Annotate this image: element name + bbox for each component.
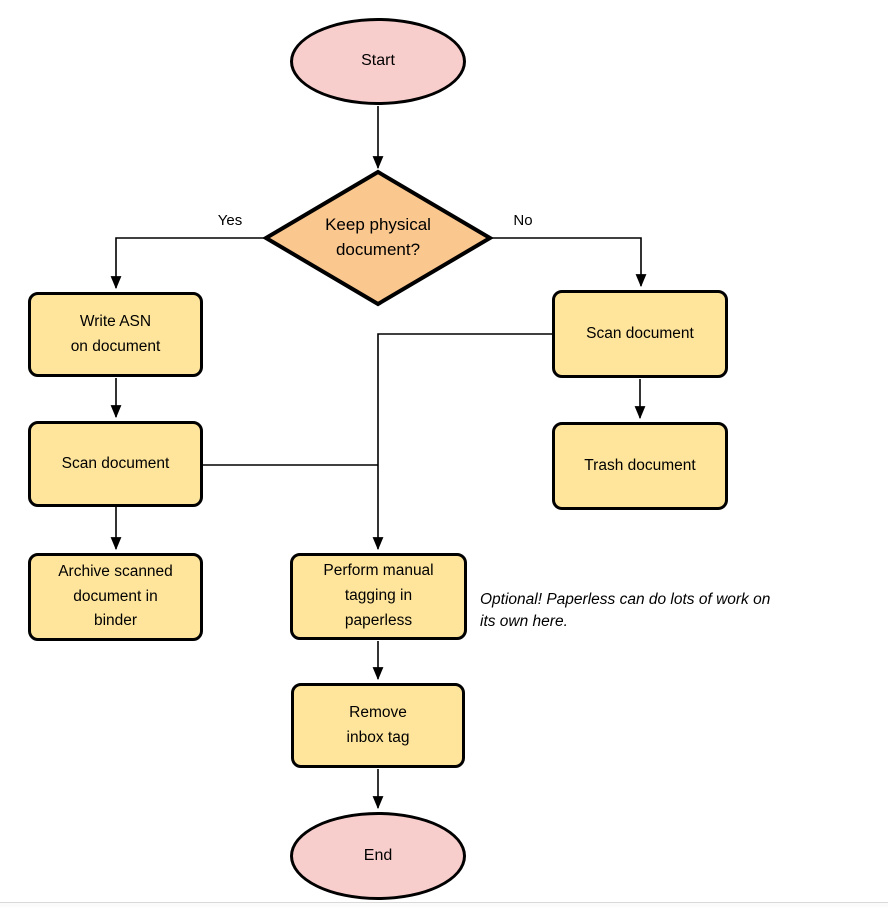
node-write-asn[interactable]: Write ASN on document [28,292,203,377]
node-tagging[interactable]: Perform manual tagging in paperless [290,553,467,640]
node-trash[interactable]: Trash document [552,422,728,510]
annotation-note: Optional! Paperless can do lots of work … [480,591,771,630]
edge-label-no: No [505,212,541,229]
node-start[interactable]: Start [290,18,466,105]
edge-label-yes: Yes [210,212,250,229]
edge-decision-to-write-asn [110,237,267,290]
edge-decision-to-scan-right [489,237,647,288]
node-archive-binder[interactable]: Archive scanned document in binder [28,553,203,641]
node-scan-right[interactable]: Scan document [552,290,728,378]
node-end[interactable]: End [290,812,466,900]
bottom-margin-strip [0,903,888,907]
bottom-divider [0,902,888,903]
node-scan-left[interactable]: Scan document [28,421,203,507]
edge-scan-right-to-tagging [372,333,552,551]
node-decision-shape[interactable] [262,169,494,307]
node-decision-label: Keep physical document? [325,215,431,259]
node-remove-inbox-tag[interactable]: Remove inbox tag [291,683,465,768]
